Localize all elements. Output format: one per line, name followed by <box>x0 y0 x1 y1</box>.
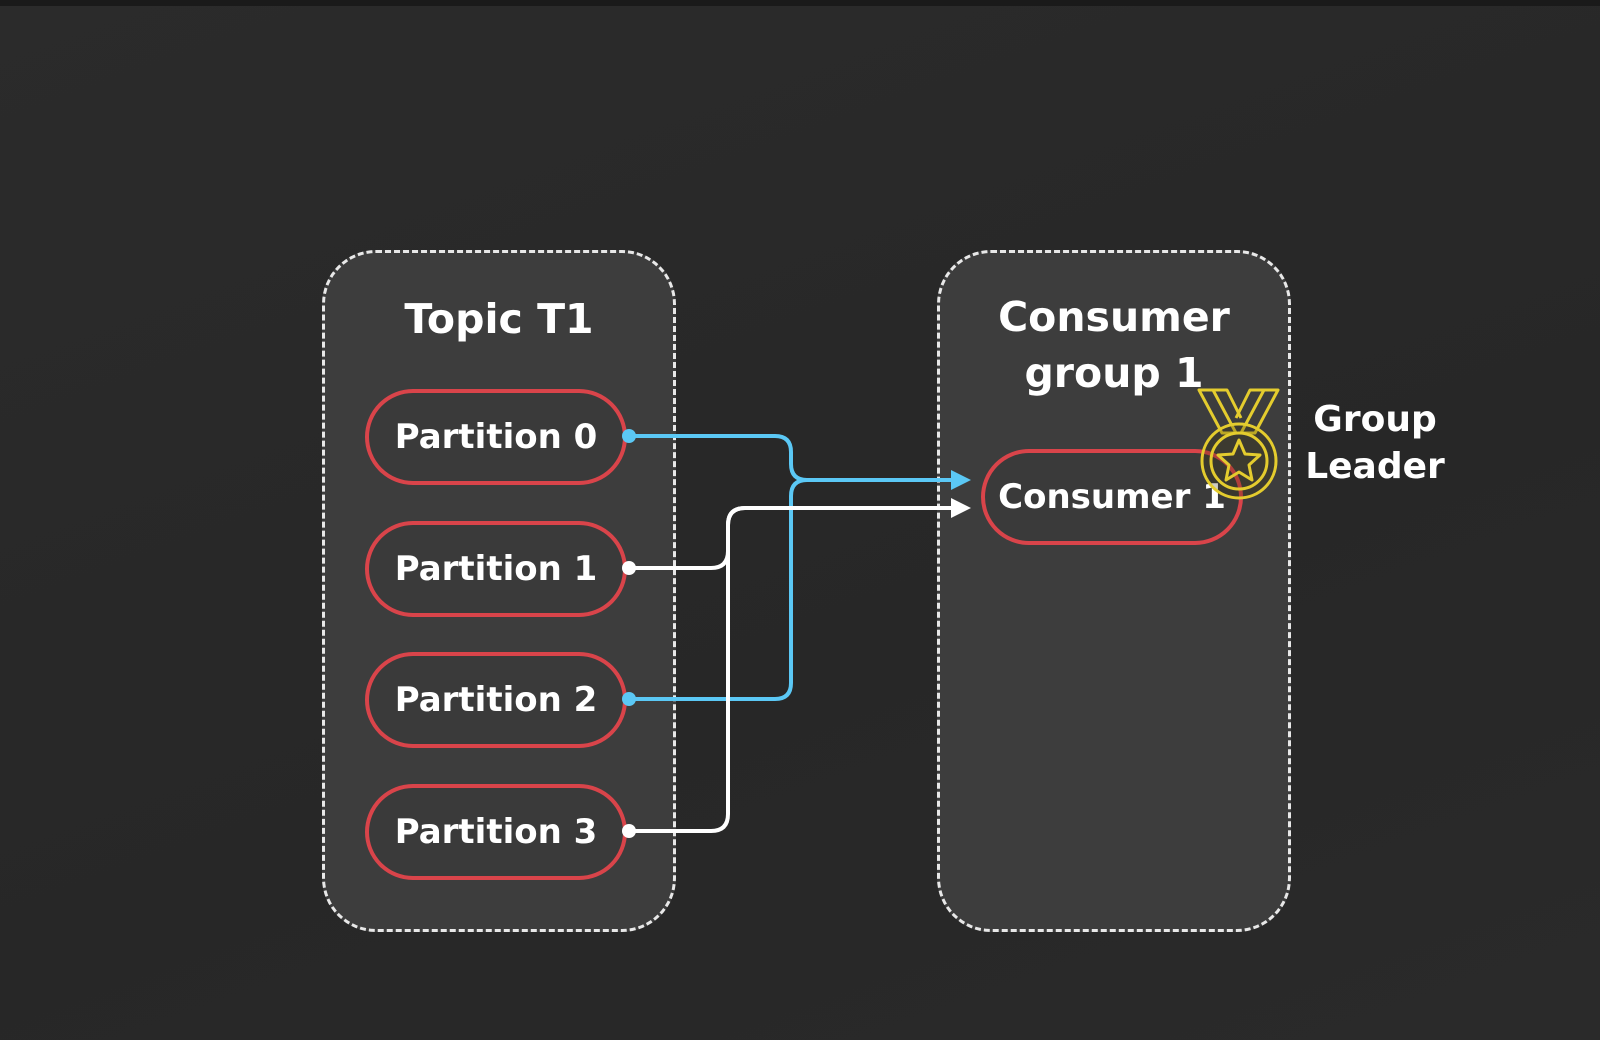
partition-3-node: Partition 3 <box>365 784 627 880</box>
consumer-1-node: Consumer 1 <box>981 449 1243 545</box>
partition-2-label: Partition 2 <box>394 680 598 720</box>
group-leader-label-line1: Group <box>1313 399 1437 440</box>
group-leader-label-line2: Leader <box>1305 446 1445 487</box>
partition-3-label: Partition 3 <box>394 812 598 852</box>
group-leader-label: Group Leader <box>1300 396 1450 490</box>
top-edge-band <box>0 0 1600 6</box>
partition-0-node: Partition 0 <box>365 389 627 485</box>
partition-1-label: Partition 1 <box>394 549 598 589</box>
partition-2-node: Partition 2 <box>365 652 627 748</box>
partition-1-node: Partition 1 <box>365 521 627 617</box>
partition-0-label: Partition 0 <box>394 417 598 457</box>
consumer-group-title: Consumer group 1 <box>940 289 1288 401</box>
consumer-group-container: Consumer group 1 <box>937 250 1291 932</box>
partition-1-connection <box>629 498 971 570</box>
consumer-group-title-line2: group 1 <box>1024 349 1204 397</box>
topic-title: Topic T1 <box>404 295 594 343</box>
consumer-group-title-line1: Consumer <box>998 293 1230 341</box>
partition-0-connection <box>629 434 971 490</box>
consumer-1-label: Consumer 1 <box>998 477 1226 517</box>
